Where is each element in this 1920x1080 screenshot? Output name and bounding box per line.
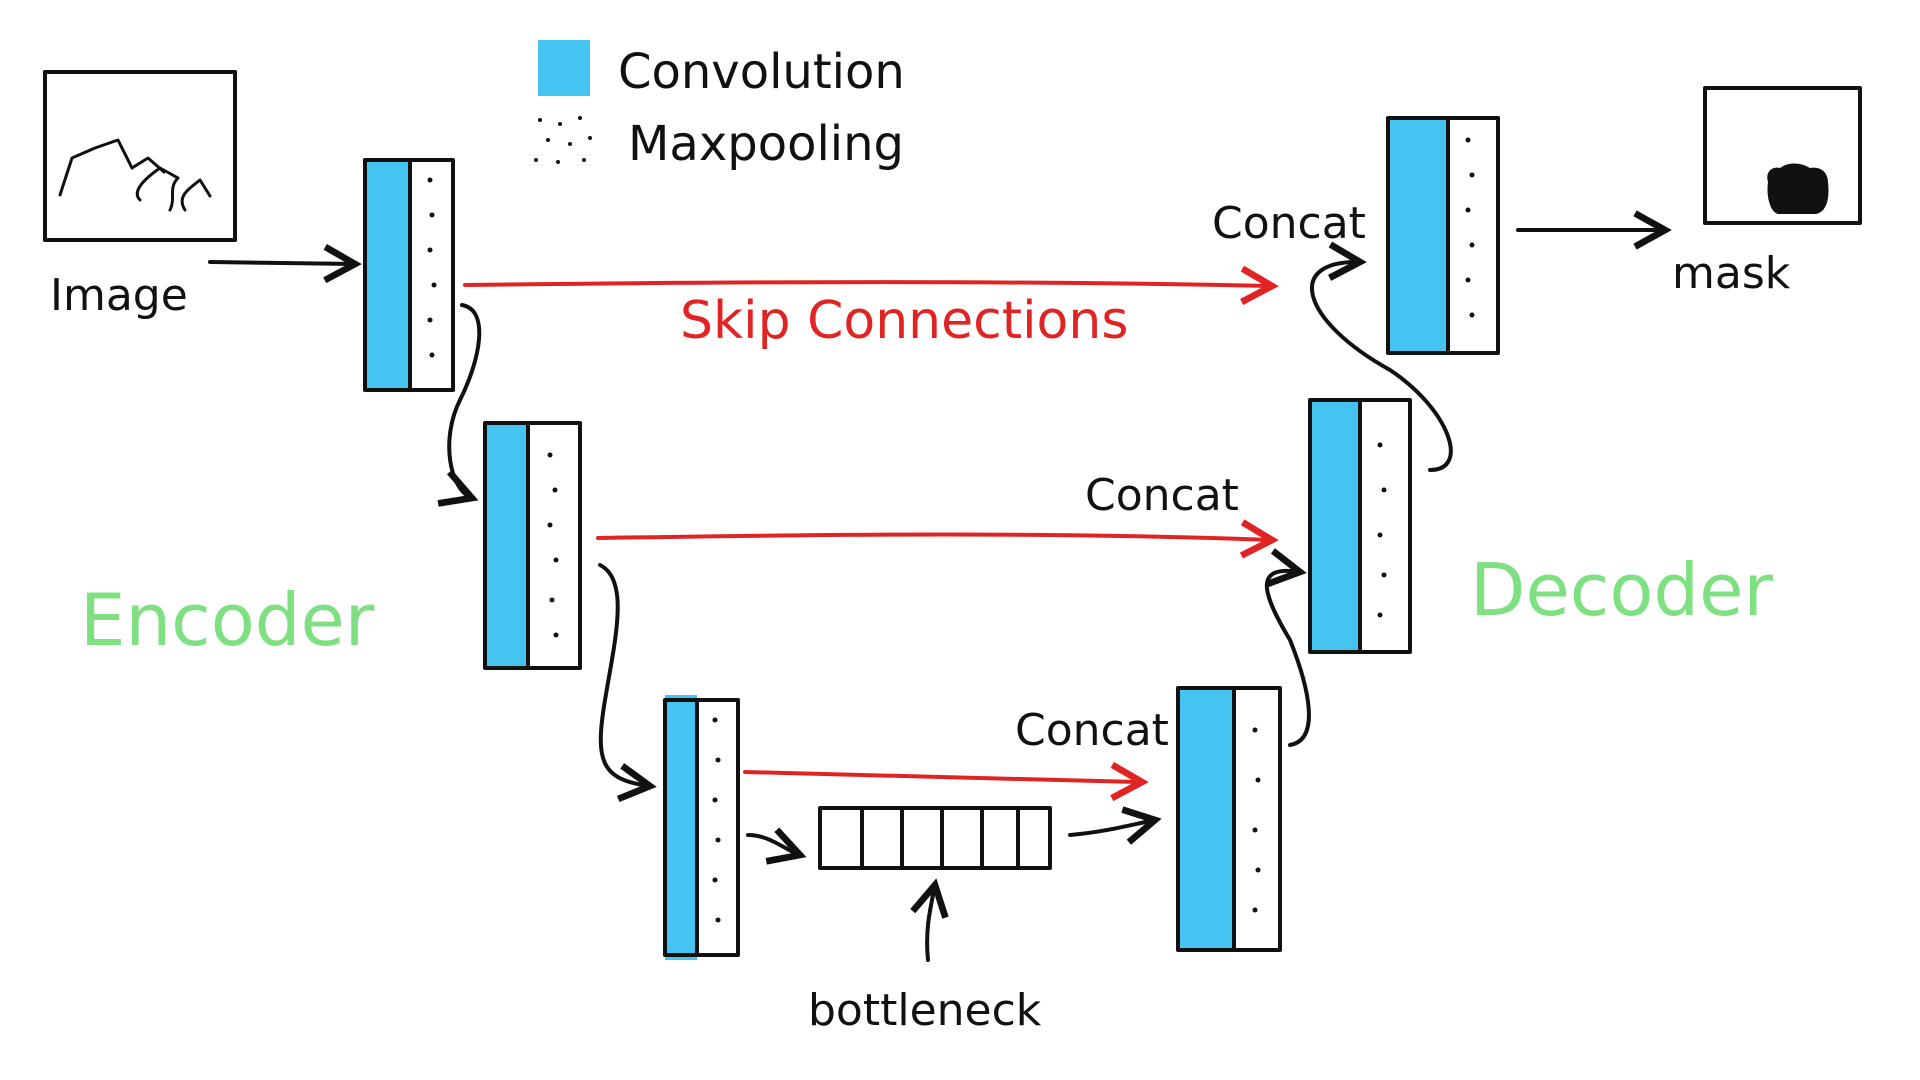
- skip-connection-bottom: [743, 772, 1142, 782]
- encoder-down-arrow-1: [449, 303, 482, 498]
- enc3-to-bottleneck-arrow: [746, 835, 800, 855]
- bottleneck-label: bottleneck: [808, 985, 1042, 1036]
- mask-label: mask: [1672, 248, 1791, 299]
- skip-connections-label: Skip Connections: [680, 291, 1128, 351]
- concat-label-bottom: Concat: [1015, 705, 1169, 756]
- image-label: Image: [50, 270, 188, 321]
- maxpooling-swatch: [534, 116, 592, 164]
- image-to-encoder-arrow: [208, 262, 355, 264]
- encoder-block-1: [363, 158, 455, 392]
- bottleneck-pointer-arrow: [927, 885, 935, 962]
- convolution-swatch: [538, 40, 590, 96]
- skip-connection-middle: [596, 535, 1272, 541]
- concat-label-middle: Concat: [1085, 470, 1239, 521]
- decoder-block-1: [1386, 116, 1500, 355]
- encoder-label: Encoder: [80, 578, 375, 662]
- input-image: [43, 70, 237, 242]
- encoder-block-3: [663, 695, 740, 960]
- bottleneck-block: [818, 806, 1052, 870]
- decoder-block-3: [1176, 686, 1282, 952]
- decoder-block-2: [1308, 398, 1412, 654]
- output-mask: [1703, 86, 1862, 225]
- decoder-up-arrow-1: [1264, 571, 1311, 747]
- skip-connection-top: [463, 282, 1272, 286]
- encoder-down-arrow-2: [598, 563, 650, 786]
- encoder-block-2: [483, 421, 582, 670]
- legend: Convolution Maxpooling: [534, 40, 905, 172]
- legend-convolution-label: Convolution: [618, 44, 905, 100]
- concat-label-top: Concat: [1212, 198, 1366, 249]
- decoder-up-arrow-2: [1310, 262, 1453, 472]
- decoder-label: Decoder: [1470, 548, 1773, 632]
- legend-maxpooling-label: Maxpooling: [628, 116, 904, 172]
- bottleneck-to-dec3-arrow: [1068, 820, 1155, 835]
